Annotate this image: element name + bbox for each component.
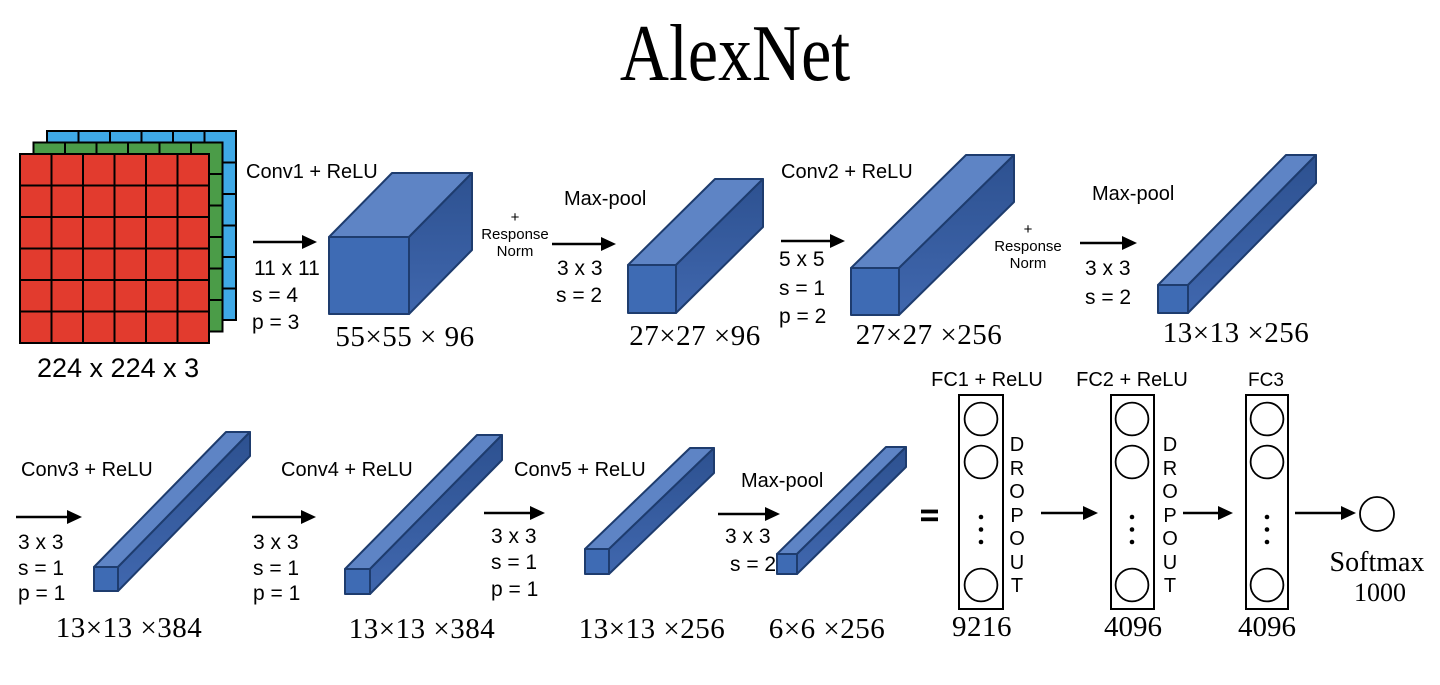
svg-text:s = 4: s = 4 <box>252 284 298 307</box>
svg-text:p = 1: p = 1 <box>491 578 538 601</box>
svg-text:4096: 4096 <box>1238 611 1296 643</box>
svg-text:3 x 3: 3 x 3 <box>1085 257 1131 280</box>
svg-text:FC2 + ReLU: FC2 + ReLU <box>1076 369 1188 391</box>
svg-text:p = 1: p = 1 <box>18 582 65 605</box>
svg-text:Response: Response <box>994 238 1062 255</box>
svg-text:3 x 3: 3 x 3 <box>725 525 771 548</box>
svg-text:1000: 1000 <box>1354 578 1406 607</box>
svg-text:Conv4 + ReLU: Conv4 + ReLU <box>281 459 413 481</box>
svg-text:s = 1: s = 1 <box>779 277 825 300</box>
svg-text:s = 2: s = 2 <box>1085 286 1131 309</box>
svg-text:R: R <box>1163 458 1177 480</box>
svg-text:Conv3 + ReLU: Conv3 + ReLU <box>21 459 153 481</box>
svg-text:U: U <box>1010 552 1024 574</box>
svg-text:T: T <box>1011 575 1023 597</box>
svg-text:s = 2: s = 2 <box>730 553 776 576</box>
svg-text:27×27 ×256: 27×27 ×256 <box>856 319 1002 351</box>
svg-text:13×13 ×256: 13×13 ×256 <box>1163 317 1309 349</box>
svg-text:3 x 3: 3 x 3 <box>18 531 64 554</box>
svg-text:Max-pool: Max-pool <box>741 470 823 492</box>
svg-text:D: D <box>1163 434 1177 456</box>
svg-text:O: O <box>1162 528 1178 550</box>
svg-text:3 x 3: 3 x 3 <box>253 531 299 554</box>
svg-text:FC1 + ReLU: FC1 + ReLU <box>931 369 1043 391</box>
svg-text:4096: 4096 <box>1104 611 1162 643</box>
svg-text:55×55 × 96: 55×55 × 96 <box>335 321 474 353</box>
svg-text:13×13 ×256: 13×13 ×256 <box>579 613 725 645</box>
svg-text:O: O <box>1162 481 1178 503</box>
svg-text:9216: 9216 <box>952 611 1012 643</box>
svg-text:P: P <box>1010 505 1023 527</box>
svg-text:O: O <box>1009 481 1025 503</box>
svg-text:Response: Response <box>481 226 549 243</box>
svg-text:FC3: FC3 <box>1248 370 1284 391</box>
svg-text:3 x 3: 3 x 3 <box>557 257 603 280</box>
svg-text:+: + <box>511 209 520 226</box>
svg-text:P: P <box>1163 505 1176 527</box>
svg-text:U: U <box>1163 552 1177 574</box>
svg-text:s = 1: s = 1 <box>491 551 537 574</box>
svg-text:s = 1: s = 1 <box>18 557 64 580</box>
svg-text:11 x 11: 11 x 11 <box>254 257 320 280</box>
svg-text:+: + <box>1024 221 1033 238</box>
svg-text:AlexNet: AlexNet <box>620 10 851 98</box>
svg-text:p = 1: p = 1 <box>253 582 300 605</box>
svg-text:Softmax: Softmax <box>1330 547 1425 578</box>
svg-text:p = 2: p = 2 <box>779 305 826 328</box>
svg-text:224 x 224 x 3: 224 x 224 x 3 <box>37 353 199 383</box>
svg-text:Norm: Norm <box>497 243 534 260</box>
svg-text:D: D <box>1010 434 1024 456</box>
svg-text:Conv5 + ReLU: Conv5 + ReLU <box>514 459 646 481</box>
svg-text:27×27 ×96: 27×27 ×96 <box>629 320 760 352</box>
svg-text:3 x 3: 3 x 3 <box>491 525 537 548</box>
svg-text:5 x 5: 5 x 5 <box>779 248 825 271</box>
svg-text:13×13 ×384: 13×13 ×384 <box>349 613 495 645</box>
svg-text:O: O <box>1009 528 1025 550</box>
svg-text:T: T <box>1164 575 1176 597</box>
svg-text:6×6 ×256: 6×6 ×256 <box>769 613 885 645</box>
svg-text:Conv1 + ReLU: Conv1 + ReLU <box>246 161 378 183</box>
svg-text:s = 1: s = 1 <box>253 557 299 580</box>
svg-text:Max-pool: Max-pool <box>1092 183 1174 205</box>
svg-text:Norm: Norm <box>1010 255 1047 272</box>
svg-text:s = 2: s = 2 <box>556 284 602 307</box>
svg-text:p = 3: p = 3 <box>252 311 299 334</box>
svg-text:Conv2 + ReLU: Conv2 + ReLU <box>781 161 913 183</box>
svg-text:13×13 ×384: 13×13 ×384 <box>56 612 202 644</box>
svg-text:R: R <box>1010 458 1024 480</box>
svg-text:Max-pool: Max-pool <box>564 188 646 210</box>
